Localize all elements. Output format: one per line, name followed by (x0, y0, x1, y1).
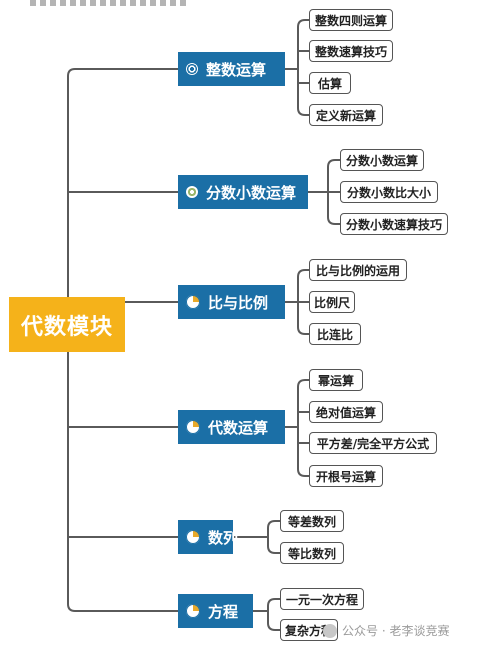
leaf-node: 比例尺 (309, 291, 355, 313)
leaf-node: 平方差/完全平方公式 (309, 432, 437, 454)
wechat-icon (323, 623, 337, 638)
pie-chart-icon (186, 604, 200, 618)
leaf-node: 幂运算 (309, 369, 363, 391)
leaf-node: 整数四则运算 (309, 9, 393, 31)
leaf-node: 分数小数运算 (340, 149, 424, 171)
category-label: 比与比例 (208, 293, 269, 312)
leaf-node: 比与比例的运用 (309, 259, 407, 281)
leaf-node: 估算 (309, 72, 351, 94)
leaf-node: 开根号运算 (309, 465, 383, 487)
category-fraction-decimal-operations: 分数小数运算 (178, 175, 308, 209)
root-node: 代数模块 (9, 297, 125, 352)
leaf-node: 比连比 (309, 323, 361, 345)
leaf-node: 复杂方程 (280, 619, 338, 641)
category-label: 代数运算 (208, 418, 269, 437)
category-ratio-proportion: 比与比例 (178, 285, 285, 319)
leaf-node: 等差数列 (280, 510, 344, 532)
cropped-top-text (30, 0, 190, 6)
leaf-node: 分数小数速算技巧 (340, 213, 448, 235)
watermark: 公众号 · 老李谈竞赛 (323, 622, 449, 639)
category-label: 数列 (208, 528, 239, 547)
category-integer-operations: 整数运算 (178, 52, 285, 86)
pie-chart-icon (186, 420, 200, 434)
target-icon (186, 63, 198, 75)
category-label: 方程 (208, 602, 239, 621)
leaf-node: 等比数列 (280, 542, 344, 564)
root-label: 代数模块 (20, 314, 113, 340)
pie-chart-icon (186, 295, 200, 309)
leaf-node: 定义新运算 (309, 104, 383, 126)
gear-icon (186, 186, 198, 198)
leaf-node: 绝对值运算 (309, 401, 383, 423)
leaf-node: 整数速算技巧 (309, 40, 393, 62)
category-label: 整数运算 (206, 60, 267, 79)
pie-chart-icon (186, 530, 200, 544)
category-label: 分数小数运算 (206, 183, 297, 202)
leaf-node: 分数小数比大小 (340, 181, 438, 203)
leaf-node: 一元一次方程 (280, 588, 364, 610)
watermark-text: 公众号 · 老李谈竞赛 (342, 624, 450, 638)
category-sequences: 数列 (178, 520, 238, 554)
category-equations: 方程 (178, 594, 253, 628)
category-algebra-operations: 代数运算 (178, 410, 285, 444)
